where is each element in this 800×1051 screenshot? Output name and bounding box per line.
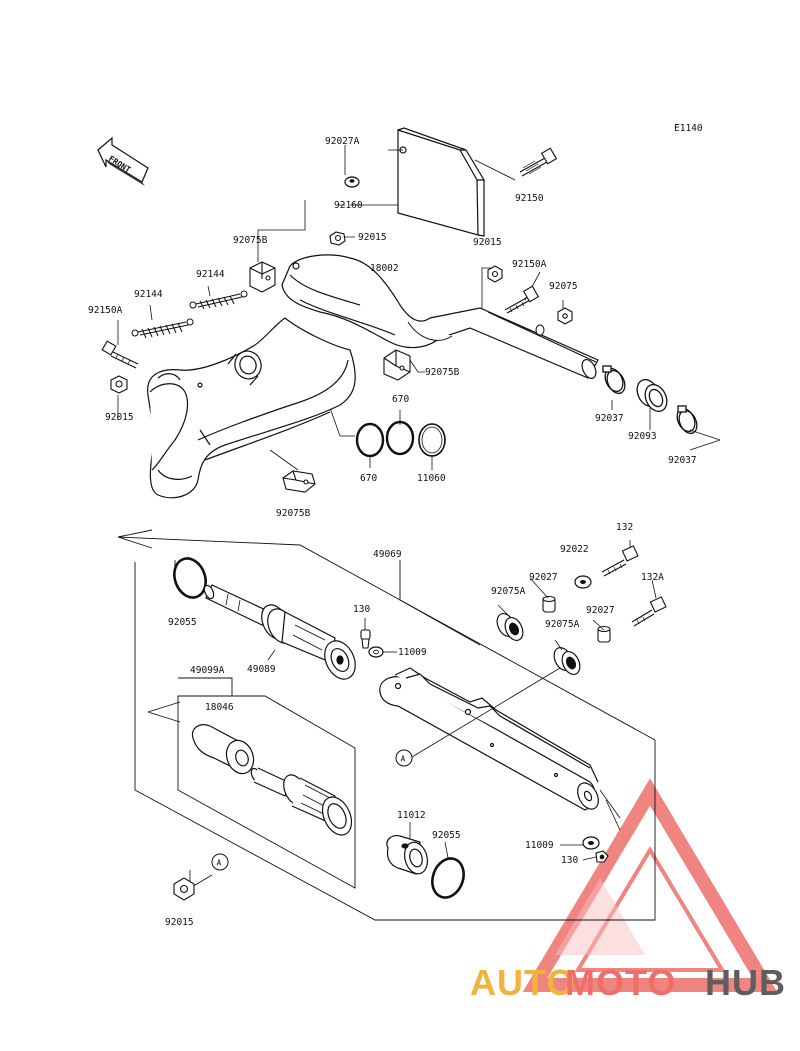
- label-670-2: 670: [360, 473, 377, 484]
- gasket-11009-upper: [368, 646, 384, 658]
- o-ring-670-mid: [385, 420, 415, 456]
- damper-92075B-lower: [282, 470, 316, 493]
- label-92144-1: 92144: [196, 269, 225, 280]
- label-92093: 92093: [628, 431, 657, 442]
- label-49089: 49089: [247, 664, 276, 675]
- label-130-2: 130: [561, 855, 578, 866]
- heat-shield-plate: [397, 127, 486, 237]
- label-49099A: 49099A: [190, 665, 225, 676]
- label-18002: 18002: [370, 263, 399, 274]
- spring-92144-upper: [189, 290, 248, 310]
- part-labels: 92027A 92150 92160 92075B 92015 92015 92…: [88, 136, 697, 928]
- o-ring-670-left: [355, 422, 385, 458]
- muffler-body-18002: [281, 254, 599, 380]
- damper-92075A-upper: [496, 613, 524, 641]
- watermark-logo: [522, 778, 778, 992]
- end-cap-11012: [386, 835, 429, 875]
- label-92075A-2: 92075A: [545, 619, 580, 630]
- label-92015-3: 92015: [105, 412, 134, 423]
- nut-92015-upper: [329, 231, 346, 246]
- label-11060: 11060: [417, 473, 446, 484]
- label-92150: 92150: [515, 193, 544, 204]
- label-92027A: 92027A: [325, 136, 360, 147]
- watermark-text: AUTO MOTO HUB: [470, 962, 786, 1003]
- label-130-1: 130: [353, 604, 370, 615]
- label-92027-1: 92027: [529, 572, 558, 583]
- label-92150A-2: 92150A: [88, 305, 123, 316]
- watermark-auto: AUTO: [470, 962, 575, 1003]
- label-92075B-1: 92075B: [233, 235, 268, 246]
- label-92022: 92022: [560, 544, 589, 555]
- nut-92015-left: [110, 375, 128, 394]
- silencer-frame: [117, 529, 656, 921]
- damper-92075B-upper: [249, 261, 276, 293]
- spring-92144-lower: [131, 318, 194, 339]
- label-92015-2: 92015: [473, 237, 502, 248]
- bolt-92150A-left: [101, 340, 139, 369]
- bolt-132A: [631, 596, 667, 627]
- label-18046: 18046: [205, 702, 234, 713]
- silencer-tube: [379, 667, 599, 811]
- coupler-92093: [636, 378, 668, 413]
- label-11012: 11012: [397, 810, 426, 821]
- collar-92027-upper: [542, 595, 556, 613]
- screw-130-lower: [595, 850, 609, 863]
- label-92075A-1: 92075A: [491, 586, 526, 597]
- label-92027-2: 92027: [586, 605, 615, 616]
- diagram-code: E1140: [674, 123, 703, 134]
- label-92075B-3: 92075B: [276, 508, 311, 519]
- nut-92015-lower: [173, 877, 195, 901]
- damper-92075A-lower: [553, 647, 581, 675]
- label-11009-2: 11009: [525, 840, 554, 851]
- label-11009-1: 11009: [398, 647, 427, 658]
- watermark-moto: MOTO: [565, 962, 676, 1003]
- nut-92075: [557, 307, 573, 325]
- label-92160: 92160: [334, 200, 363, 211]
- o-ring-92055-upper: [173, 557, 207, 599]
- label-670-1: 670: [392, 394, 409, 405]
- washer-92022: [574, 575, 592, 589]
- label-92037-2: 92037: [668, 455, 697, 466]
- spark-arrester-49089: [203, 584, 356, 680]
- inner-pipe-49099A: [250, 767, 353, 836]
- nut-92015-right: [487, 265, 503, 283]
- svg-text:A: A: [401, 755, 406, 764]
- callout-a-lower: A: [211, 853, 229, 871]
- washer-small: [535, 324, 545, 336]
- gasket-11060: [418, 423, 446, 457]
- clamp-92037-left: [602, 365, 626, 395]
- label-92144-2: 92144: [134, 289, 163, 300]
- label-132A: 132A: [641, 572, 664, 583]
- packing-18046: [191, 724, 255, 775]
- label-92015-1: 92015: [358, 232, 387, 243]
- front-arrow-icon: FRONT: [97, 136, 149, 186]
- svg-text:A: A: [217, 859, 222, 868]
- damper-92075B-right: [383, 349, 411, 381]
- screw-130-upper: [360, 629, 371, 649]
- washer-92027A: [344, 176, 360, 188]
- gasket-11009-lower: [582, 836, 600, 850]
- o-ring-92055-lower: [431, 857, 465, 899]
- label-92075: 92075: [549, 281, 578, 292]
- label-92075B-2: 92075B: [425, 367, 460, 378]
- label-92055-1: 92055: [168, 617, 197, 628]
- label-92150A-1: 92150A: [512, 259, 547, 270]
- label-49069: 49069: [373, 549, 402, 560]
- label-92015-4: 92015: [165, 917, 194, 928]
- bolt-92150A-right: [504, 285, 540, 314]
- label-92037-1: 92037: [595, 413, 624, 424]
- expansion-chamber: [147, 317, 356, 499]
- bolt-92150: [519, 147, 558, 177]
- watermark-hub: HUB: [705, 962, 786, 1003]
- bolt-132: [601, 545, 639, 577]
- label-92055-2: 92055: [432, 830, 461, 841]
- label-132: 132: [616, 522, 633, 533]
- collar-92027-lower: [597, 625, 611, 643]
- clamp-92037-right: [676, 405, 698, 435]
- callout-a-upper: A: [395, 749, 413, 767]
